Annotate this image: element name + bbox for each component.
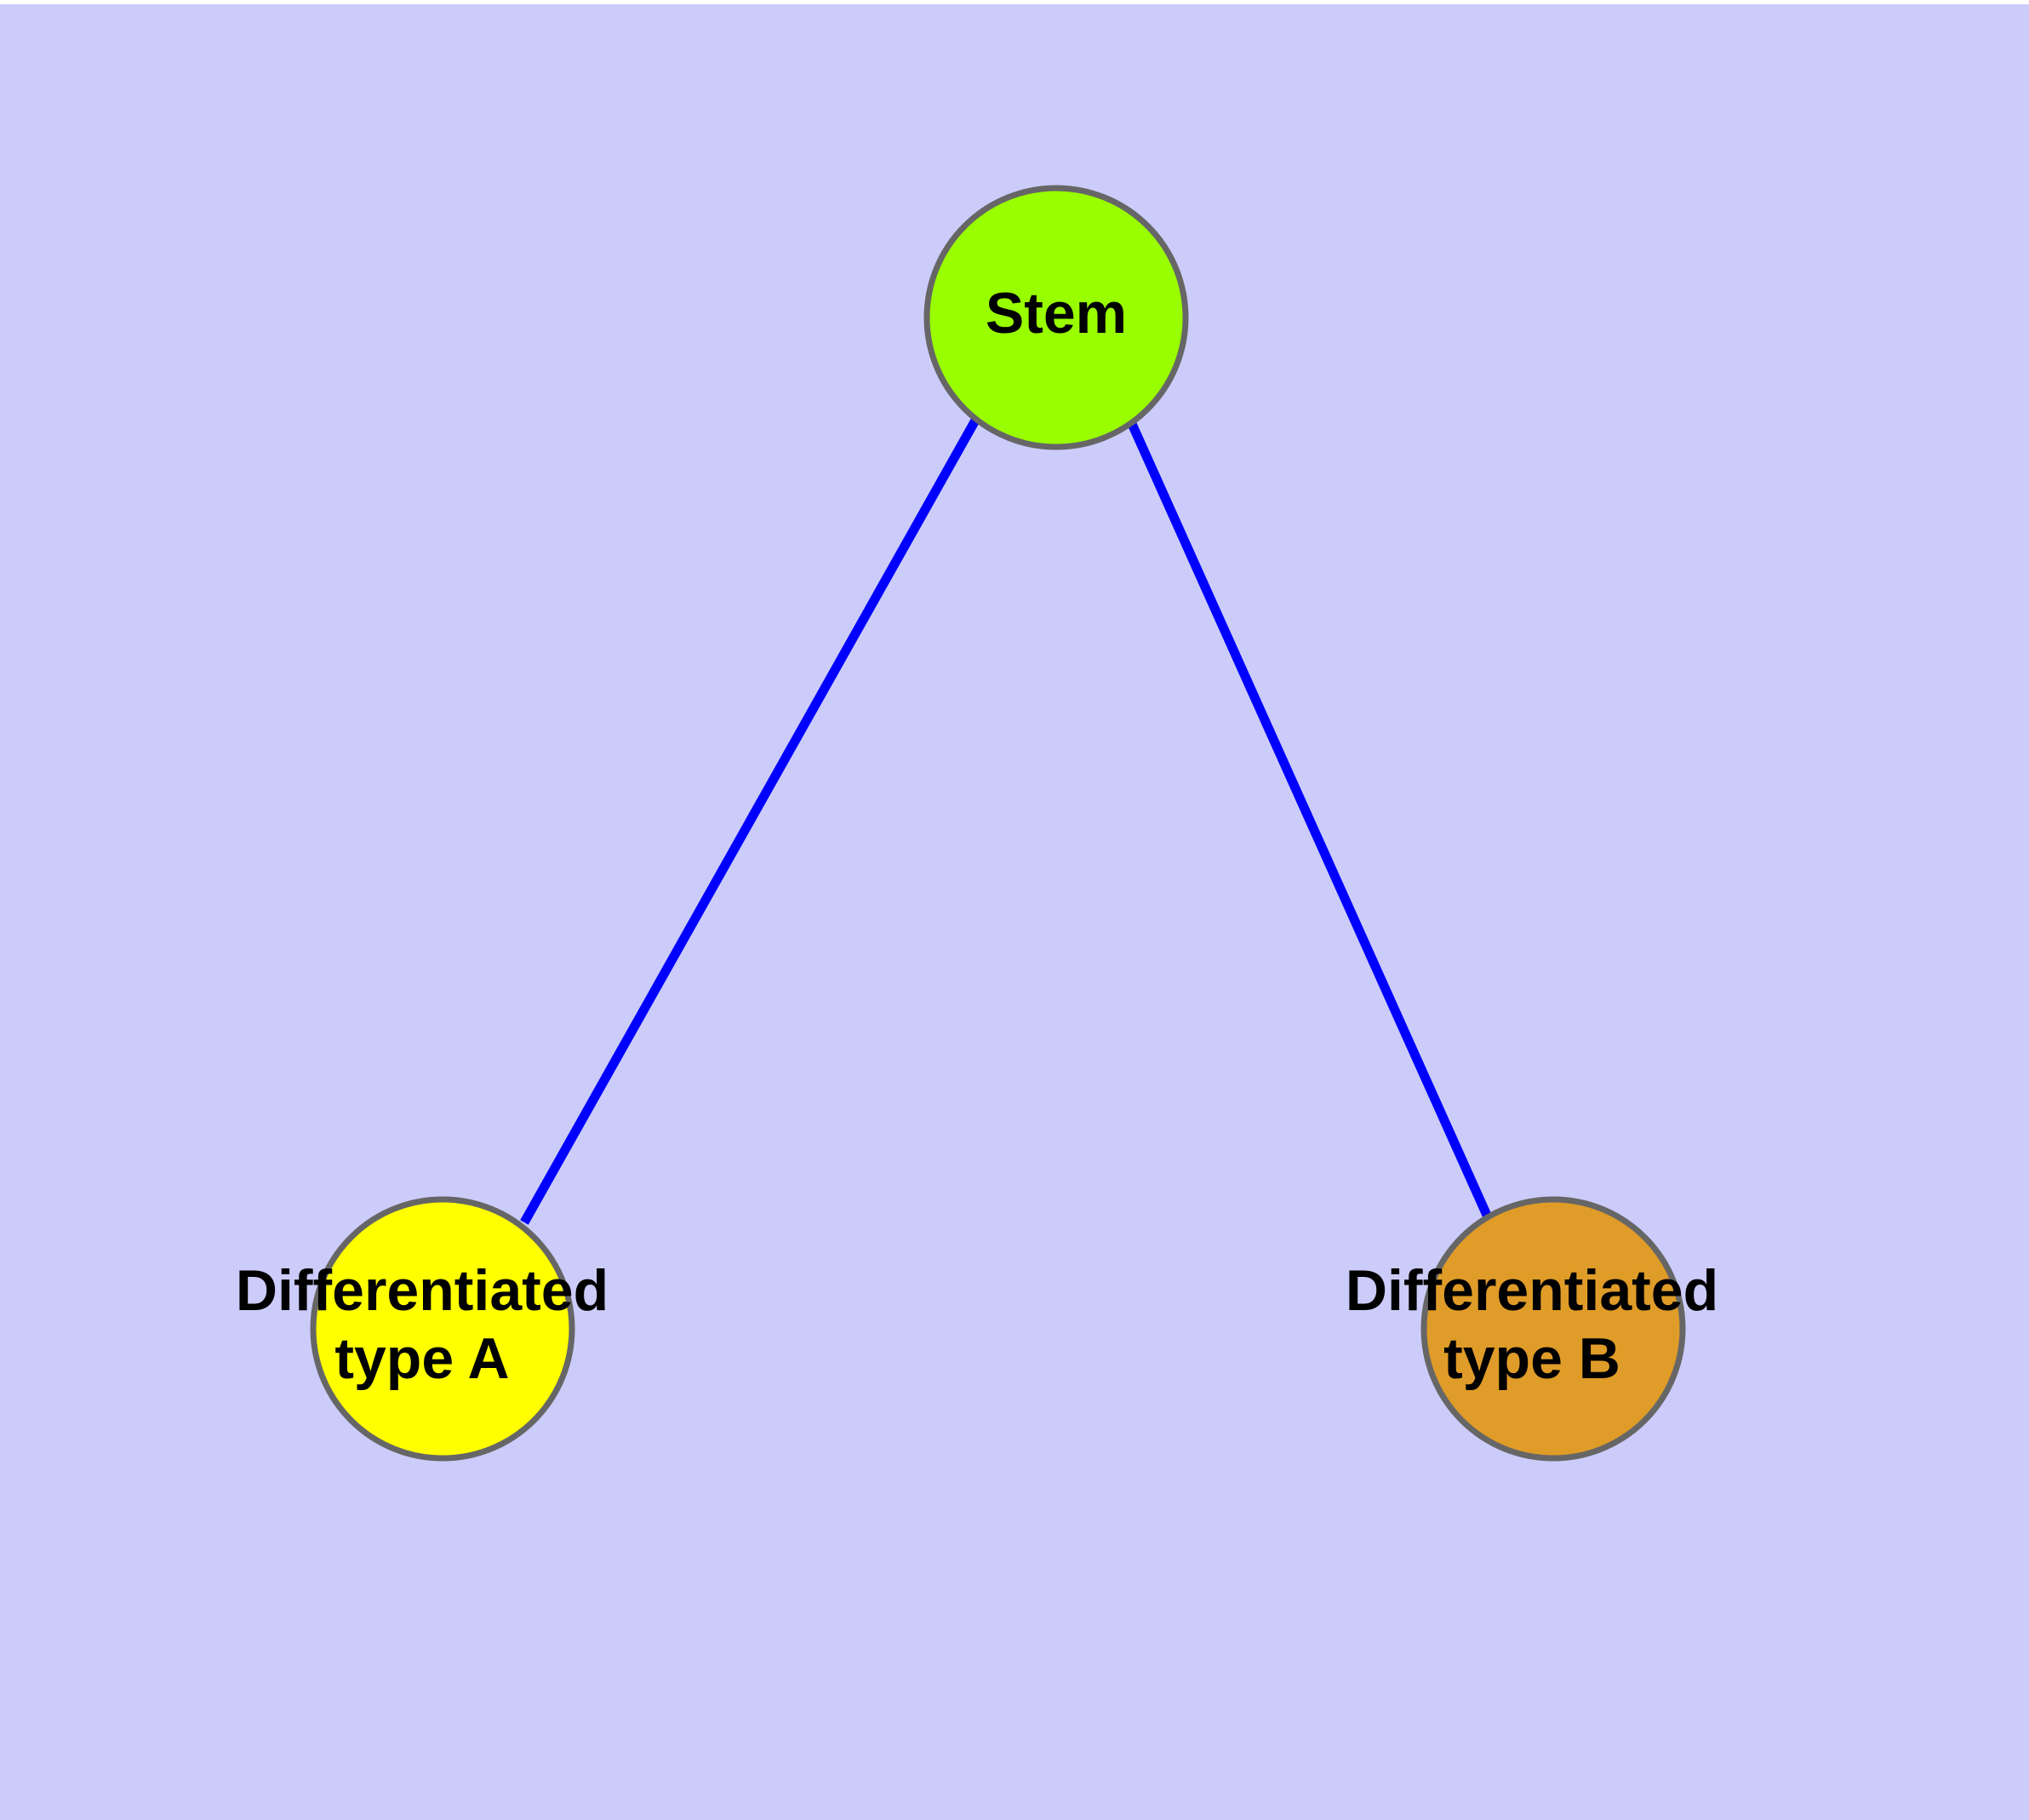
- node-diff-a[interactable]: [310, 1196, 575, 1462]
- node-label-line: Stem: [986, 281, 1127, 346]
- node-diff-b[interactable]: [1420, 1196, 1686, 1462]
- node-label-line: Differentiated: [1346, 1258, 1718, 1323]
- node-stem[interactable]: [923, 185, 1189, 450]
- node-label-line: type A: [334, 1326, 509, 1391]
- node-label-line: type B: [1443, 1326, 1620, 1391]
- node-label-stem: Stem: [986, 281, 1127, 346]
- edges-layer: [520, 414, 1494, 1225]
- edge-stem-to-diff-a[interactable]: [520, 416, 980, 1225]
- edge-stem-to-diff-b[interactable]: [1123, 414, 1494, 1222]
- node-label-line: Differentiated: [236, 1258, 609, 1323]
- nodes-layer: [310, 185, 1686, 1462]
